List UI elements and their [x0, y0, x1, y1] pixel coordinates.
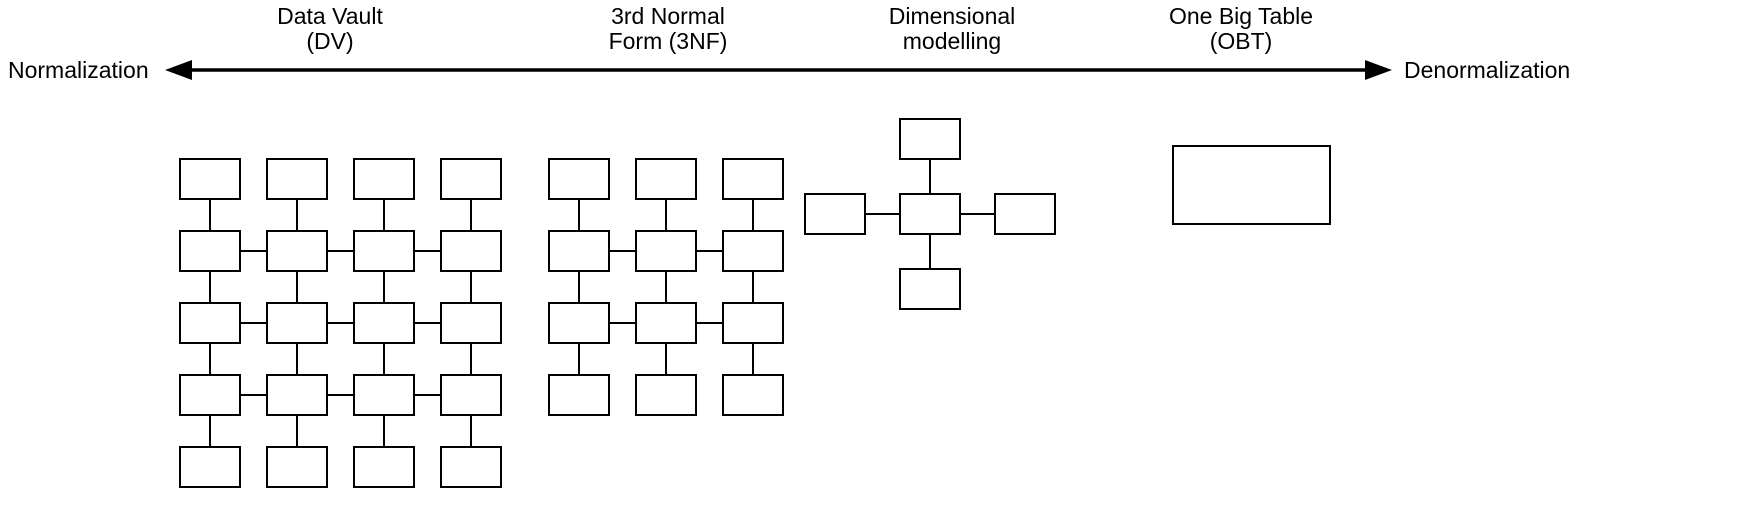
data-vault-connector-vertical	[208, 344, 212, 374]
third-normal-form-node	[722, 374, 784, 416]
data-vault-connector-horizontal	[241, 393, 266, 397]
third-normal-form-node	[635, 230, 697, 272]
data-vault-node	[266, 158, 328, 200]
data-vault-connector-vertical	[469, 416, 473, 446]
data-vault-node	[179, 446, 241, 488]
data-vault-node	[440, 302, 502, 344]
third-normal-form-node	[548, 302, 610, 344]
dimensional-modelling-node-top	[899, 118, 961, 160]
data-vault-node	[179, 374, 241, 416]
third-normal-form-connector-horizontal	[610, 321, 635, 325]
data-vault-connector-vertical	[208, 416, 212, 446]
data-vault-connector-horizontal	[415, 249, 440, 253]
dimensional-modelling-node-left	[804, 193, 866, 235]
data-vault-node	[179, 230, 241, 272]
data-vault-node	[440, 158, 502, 200]
third-normal-form-connector-vertical	[664, 200, 668, 230]
data-vault-node	[440, 230, 502, 272]
third-normal-form-node	[548, 374, 610, 416]
stage-title-dimensional-modelling: Dimensional modelling	[888, 3, 1016, 54]
data-vault-connector-horizontal	[241, 249, 266, 253]
third-normal-form-node	[548, 158, 610, 200]
data-vault-connector-vertical	[208, 200, 212, 230]
axis-label-denormalization: Denormalization	[1404, 57, 1571, 83]
data-vault-node	[266, 374, 328, 416]
dimensional-modelling-connector-vertical	[928, 235, 932, 268]
third-normal-form-node	[635, 374, 697, 416]
one-big-table-node	[1172, 145, 1331, 225]
axis-label-normalization: Normalization	[8, 57, 149, 83]
third-normal-form-node	[548, 230, 610, 272]
data-vault-node	[440, 374, 502, 416]
third-normal-form-connector-horizontal	[697, 321, 722, 325]
data-vault-connector-vertical	[382, 416, 386, 446]
data-vault-connector-vertical	[469, 272, 473, 302]
data-vault-connector-vertical	[208, 272, 212, 302]
third-normal-form-connector-vertical	[751, 200, 755, 230]
dimensional-modelling-node-center	[899, 193, 961, 235]
third-normal-form-node	[635, 302, 697, 344]
data-vault-connector-horizontal	[328, 393, 353, 397]
dimensional-modelling-node-right	[994, 193, 1056, 235]
dimensional-modelling-node-bottom	[899, 268, 961, 310]
third-normal-form-connector-vertical	[751, 272, 755, 302]
data-vault-node	[440, 446, 502, 488]
data-vault-connector-horizontal	[328, 249, 353, 253]
dimensional-modelling-connector-horizontal	[961, 212, 994, 216]
stage-title-data-vault: Data Vault (DV)	[277, 3, 383, 54]
data-vault-connector-vertical	[295, 272, 299, 302]
data-vault-connector-vertical	[295, 416, 299, 446]
data-vault-connector-horizontal	[415, 393, 440, 397]
data-vault-node	[353, 374, 415, 416]
third-normal-form-connector-vertical	[577, 344, 581, 374]
axis-arrowhead-left	[165, 60, 192, 80]
data-vault-node	[266, 302, 328, 344]
third-normal-form-connector-vertical	[751, 344, 755, 374]
stage-title-third-normal-form: 3rd Normal Form (3NF)	[608, 3, 728, 54]
data-vault-connector-vertical	[295, 344, 299, 374]
data-vault-connector-vertical	[295, 200, 299, 230]
third-normal-form-connector-horizontal	[697, 249, 722, 253]
third-normal-form-node	[635, 158, 697, 200]
data-vault-connector-horizontal	[415, 321, 440, 325]
data-vault-node	[266, 446, 328, 488]
data-vault-connector-vertical	[469, 200, 473, 230]
third-normal-form-connector-vertical	[664, 272, 668, 302]
data-vault-connector-vertical	[382, 200, 386, 230]
data-vault-node	[266, 230, 328, 272]
third-normal-form-node	[722, 158, 784, 200]
data-vault-node	[353, 446, 415, 488]
data-vault-node	[353, 302, 415, 344]
third-normal-form-connector-horizontal	[610, 249, 635, 253]
data-vault-node	[353, 230, 415, 272]
data-vault-node	[353, 158, 415, 200]
third-normal-form-connector-vertical	[664, 344, 668, 374]
third-normal-form-node	[722, 302, 784, 344]
data-vault-node	[179, 158, 241, 200]
data-vault-connector-horizontal	[241, 321, 266, 325]
third-normal-form-connector-vertical	[577, 272, 581, 302]
stage-title-one-big-table: One Big Table (OBT)	[1168, 3, 1314, 54]
data-vault-connector-horizontal	[328, 321, 353, 325]
axis-arrowhead-right	[1365, 60, 1392, 80]
third-normal-form-node	[722, 230, 784, 272]
third-normal-form-connector-vertical	[577, 200, 581, 230]
data-vault-node	[179, 302, 241, 344]
data-vault-connector-vertical	[382, 272, 386, 302]
data-vault-connector-vertical	[469, 344, 473, 374]
data-vault-connector-vertical	[382, 344, 386, 374]
